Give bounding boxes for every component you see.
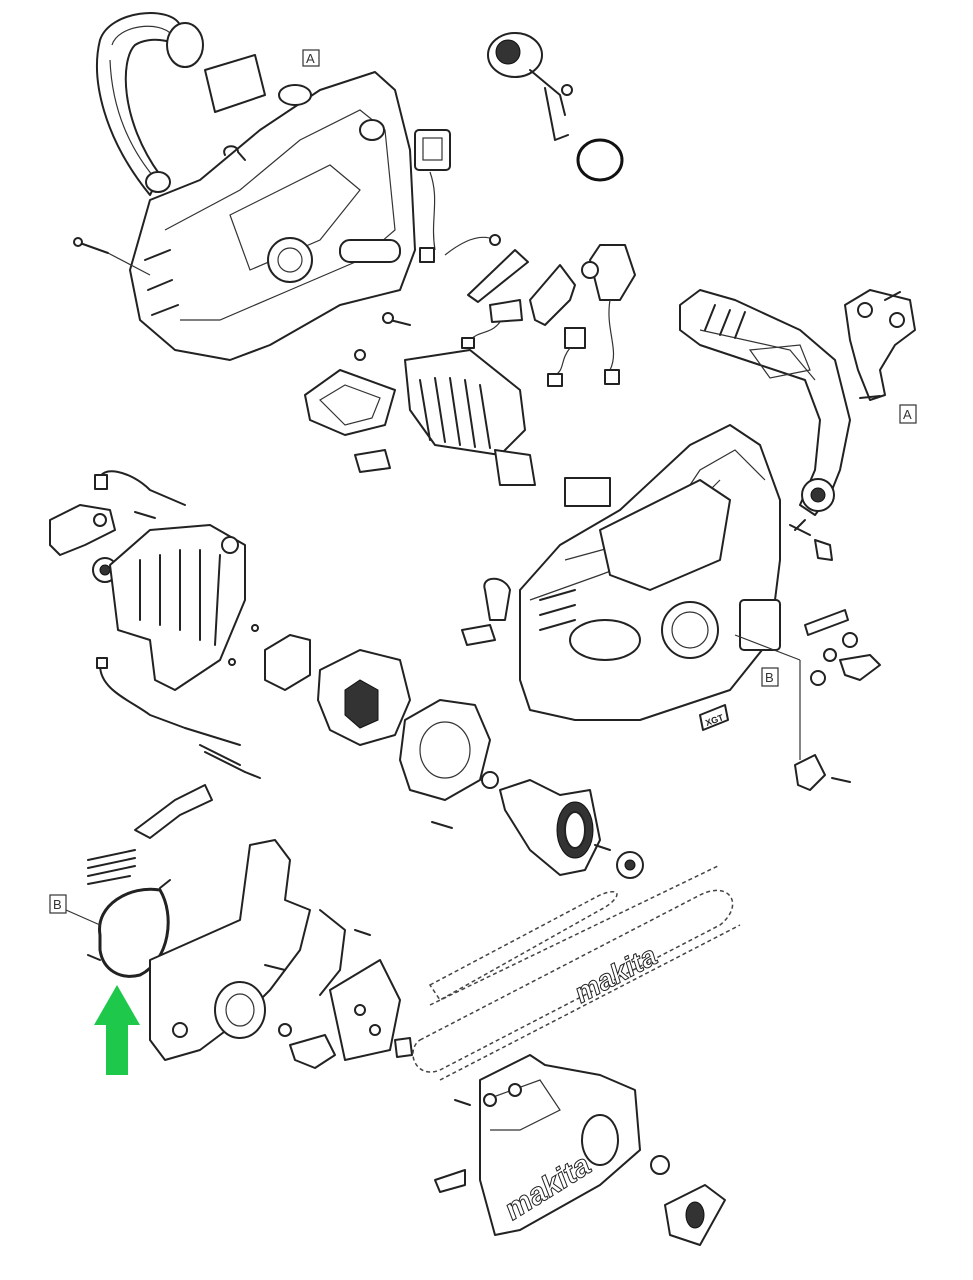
- callout-a-right: A: [899, 404, 917, 424]
- motor-housing: [109, 524, 246, 691]
- handle-bracket: [844, 289, 916, 401]
- motor-stator: [228, 624, 499, 829]
- o-ring: [576, 138, 624, 182]
- front-hand-guard: [679, 289, 851, 516]
- guide-bar: makita: [412, 889, 734, 1073]
- oil-hose: [96, 657, 261, 779]
- brake-lever: [87, 784, 213, 885]
- svg-text:A: A: [306, 51, 315, 66]
- motor-rotor: [499, 779, 644, 879]
- sprocket-cover: makita: [434, 1054, 726, 1246]
- brake-band: [87, 879, 171, 978]
- battery-terminal-cap: [487, 32, 573, 141]
- saw-chain: [428, 864, 741, 1081]
- rear-handle: [96, 12, 204, 196]
- callout-a-top: A: [302, 49, 320, 67]
- svg-text:B: B: [53, 897, 62, 912]
- clip: [223, 145, 246, 161]
- svg-text:B: B: [765, 670, 774, 685]
- highlight-arrow: [94, 985, 140, 1075]
- screw: [73, 237, 411, 326]
- label-plate: [204, 54, 266, 113]
- svg-text:makita: makita: [569, 940, 662, 1009]
- housing-left-half: [129, 71, 416, 361]
- chain-cover-plate: [319, 909, 413, 1061]
- sprocket-guard: [149, 839, 336, 1069]
- callout-b-right: B: [734, 634, 801, 760]
- small-hardware-right: [461, 519, 881, 791]
- controller-wiring: [444, 234, 636, 387]
- main-housing: XGT: [519, 424, 781, 731]
- callout-b-left: B: [49, 894, 101, 926]
- battery-mount: [304, 349, 536, 486]
- svg-text:A: A: [903, 407, 912, 422]
- power-switch: [414, 129, 451, 263]
